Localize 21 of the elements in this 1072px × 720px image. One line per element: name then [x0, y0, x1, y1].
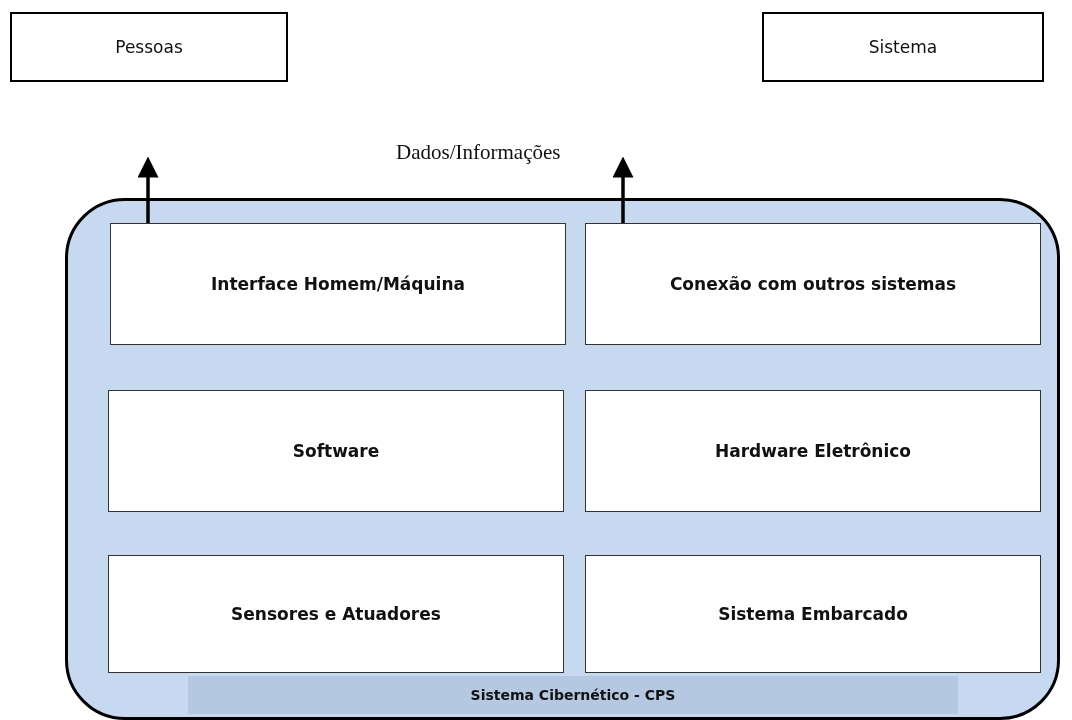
box-label: Sistema Embarcado: [718, 604, 908, 624]
component-box: [108, 555, 564, 673]
entity-box: [762, 12, 1044, 82]
box-label: Interface Homem/Máquina: [211, 274, 465, 294]
arrow: [137, 156, 159, 223]
component-box: [585, 390, 1041, 512]
system-container: [65, 198, 1060, 720]
box-label: Software: [292, 441, 380, 461]
component-box: [110, 223, 566, 345]
box-label: Sensores e Atuadores: [231, 604, 441, 624]
arrow: [612, 156, 634, 223]
component-box: [585, 223, 1041, 345]
flow-label: Dados/Informações: [396, 140, 561, 165]
entity-box: [10, 12, 288, 82]
component-box: [108, 390, 564, 512]
box-label: Pessoas: [115, 37, 183, 57]
box-label: Conexão com outros sistemas: [669, 274, 957, 294]
system-caption-band: Sistema Cibernético - CPS: [188, 676, 958, 714]
box-label: Hardware Eletrônico: [714, 441, 912, 461]
component-box: [585, 555, 1041, 673]
box-label: Sistema: [868, 37, 938, 57]
